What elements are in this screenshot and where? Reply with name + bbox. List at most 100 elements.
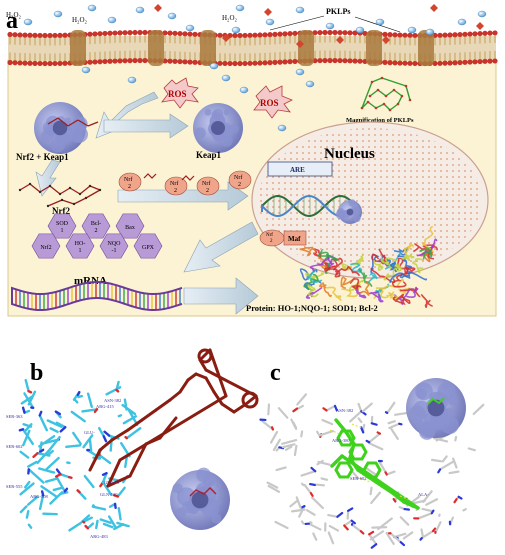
lipid-head [107,59,112,64]
h2o2-molecule [296,69,304,75]
residue-stick [305,485,311,493]
maf-label: Maf [288,235,301,243]
residue-label: SER-602 [6,444,23,449]
pklp-molecule [476,22,484,30]
lipid-head [192,60,197,65]
residue-stick [450,472,459,473]
residue-stick [401,517,408,524]
lipid-head [267,60,272,65]
complex-lobe [74,134,81,141]
h2o2-molecule [376,19,384,25]
residue-stick [352,525,361,532]
gene-hexagon-label: GPX [142,245,155,251]
h2o2-molecule [240,87,248,93]
lipid-head [87,32,92,37]
residue-label: ALA- [418,492,429,497]
lipid-head [127,58,132,63]
residue-stick [26,380,29,391]
nrf2-atom [59,193,61,195]
ros-label-1: ROS [168,89,187,99]
residue-stick-oxygen [69,477,71,478]
channel-protein [418,30,434,66]
lipid-head [247,61,252,66]
lipid-head [242,33,247,38]
channel-protein [70,30,86,66]
lipid-head [132,30,137,35]
residue-stick [329,533,333,544]
lipid-head [37,33,42,38]
pklp-molecule [430,4,438,12]
lipid-head [257,32,262,37]
lipid-head [477,59,482,64]
residue-stick-oxygen [344,526,347,530]
residue-stick [101,520,111,523]
residue-stick-nitrogen [372,544,376,547]
residue-stick-nitrogen [103,473,106,475]
lipid-head [232,33,237,38]
h2o2-molecule [136,7,144,13]
h2o2-molecule [88,5,96,11]
lipid-head [282,31,287,36]
gene-hexagon-label: Nrf2 [40,244,51,251]
lipid-head [177,31,182,36]
residue-stick [455,437,456,440]
lipid-head [17,32,22,37]
ligand-stick [246,396,256,404]
lipid-head [402,33,407,38]
lipid-head [137,30,142,35]
nrf2-atom [85,197,87,199]
channel-protein [366,30,382,66]
lipid-head [12,60,17,65]
lipid-head [117,30,122,35]
lipid-head [237,33,242,38]
residue-stick-oxygen [311,493,313,496]
nrf2-atom [73,203,75,205]
lipid-head [47,33,52,38]
h2o2-molecule [426,29,434,35]
h2o2-molecule [232,27,240,33]
ligand-stick [196,374,206,378]
nrf2-atom [61,199,63,201]
lipid-head [62,61,67,66]
keap1-lobe [205,109,212,116]
residue-stick [54,488,61,490]
residue-stick-nitrogen [104,436,106,441]
lipid-head [167,59,172,64]
residue-stick-nitrogen [367,441,370,442]
h2o2-molecule [296,7,304,13]
nrf2-token-text: Nrf [124,176,132,183]
residue-stick [389,421,395,423]
residue-stick [268,405,269,415]
nrf2-token-text: Nrf [234,174,242,181]
residue-stick [301,432,302,437]
keap1-lobe [194,127,205,138]
lipid-head [352,58,357,63]
lipid-head [437,61,442,66]
pklps-atom [369,95,372,98]
lipid-head [32,61,37,66]
lipid-head [462,60,467,65]
panel-b-residue-labels: ASN-382SER-363SER-602GLU-ARG-415SER-555A… [6,398,121,539]
lipid-head [292,59,297,64]
lipid-head [167,31,172,36]
nrf2-atom [39,191,41,193]
residue-label: ARG-508 [30,494,48,499]
residue-label: ASN-382 [336,408,353,413]
lipid-head [122,30,127,35]
residue-stick-oxygen [116,390,118,391]
gene-hexagon-label: 1 [61,228,64,234]
residue-stick-nitrogen [405,509,409,510]
residue-stick [474,405,484,414]
nrf2-token-text: 2 [174,188,177,194]
residue-stick [85,476,94,487]
nrf2-atom [79,193,81,195]
lipid-head [492,58,497,63]
lipid-head [142,58,147,63]
nucleus-nrf2-token: Nrf [266,233,273,238]
keap1-pocket [211,121,225,135]
lipid-head [327,30,332,35]
lipid-head [227,61,232,66]
keap1-lobe [224,109,230,115]
residue-stick-nitrogen [20,429,23,430]
